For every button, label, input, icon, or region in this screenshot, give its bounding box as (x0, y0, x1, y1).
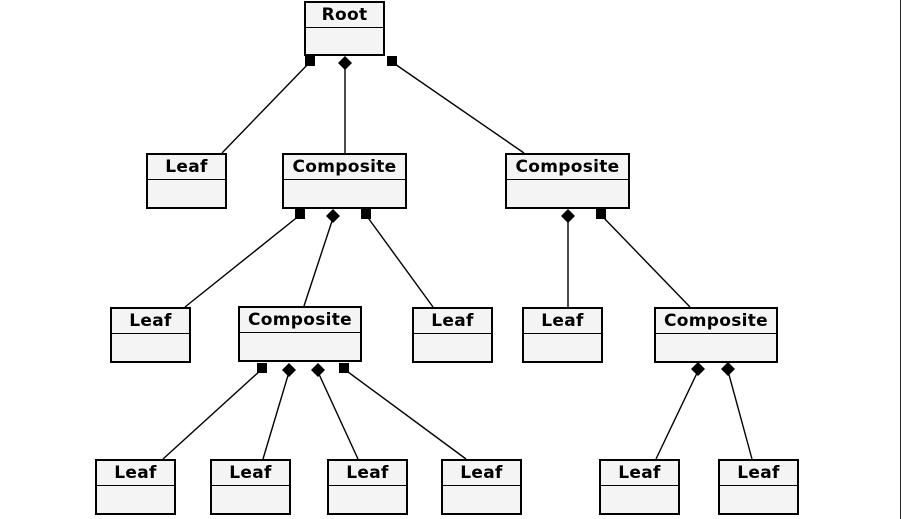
leaf-node: Leaf (110, 307, 191, 363)
node-label: Leaf (524, 309, 601, 334)
diamond-marker-icon (311, 363, 325, 377)
square-marker-icon (361, 209, 371, 219)
edge-c4-l9 (655, 370, 699, 460)
edge-c3-l5 (162, 368, 263, 460)
diamond-marker-icon (326, 209, 340, 223)
diamond-marker-icon (338, 56, 352, 70)
node-label: Composite (656, 309, 776, 334)
edge-c1-l2 (184, 214, 301, 308)
square-marker-icon (596, 209, 606, 219)
node-label: Leaf (112, 309, 189, 334)
leaf-node: Leaf (327, 459, 408, 515)
square-marker-icon (295, 209, 305, 219)
leaf-node: Leaf (718, 459, 799, 515)
markers-layer (257, 56, 735, 377)
node-label: Leaf (720, 461, 797, 486)
edge-c1-c3 (303, 217, 334, 307)
node-label: Leaf (329, 461, 406, 486)
node-label: Composite (284, 155, 405, 180)
edge-root-c2 (391, 61, 525, 154)
leaf-node: Leaf (95, 459, 176, 515)
leaf-node: Leaf (441, 459, 522, 515)
node-label: Leaf (97, 461, 174, 486)
edge-root-l1 (221, 61, 311, 154)
edges-layer (162, 61, 753, 460)
edge-c3-l8 (343, 368, 467, 460)
node-label: Leaf (212, 461, 289, 486)
composite-node: Composite (282, 153, 407, 209)
diamond-marker-icon (721, 362, 735, 376)
leaf-node: Leaf (210, 459, 291, 515)
leaf-node: Leaf (522, 307, 603, 363)
node-label: Composite (507, 155, 628, 180)
composite-node: Composite (654, 307, 778, 363)
node-label: Leaf (601, 461, 678, 486)
edge-c3-l6 (262, 371, 290, 460)
leaf-node: Leaf (146, 153, 227, 209)
square-marker-icon (305, 56, 315, 66)
diamond-marker-icon (282, 363, 296, 377)
edge-c3-l7 (317, 371, 359, 460)
node-label: Leaf (148, 155, 225, 180)
node-label: Leaf (414, 309, 491, 334)
square-marker-icon (257, 363, 267, 373)
edge-c4-l10 (727, 370, 753, 460)
node-label: Root (306, 3, 383, 28)
square-marker-icon (339, 363, 349, 373)
leaf-node: Leaf (599, 459, 680, 515)
edge-c1-l3 (365, 214, 434, 308)
diamond-marker-icon (561, 209, 575, 223)
edge-c2-c4 (600, 214, 691, 308)
leaf-node: Leaf (412, 307, 493, 363)
square-marker-icon (387, 56, 397, 66)
root-node: Root (304, 1, 385, 56)
composite-node: Composite (505, 153, 630, 209)
node-label: Composite (240, 308, 360, 333)
composite-node: Composite (238, 306, 362, 362)
node-label: Leaf (443, 461, 520, 486)
diamond-marker-icon (691, 362, 705, 376)
